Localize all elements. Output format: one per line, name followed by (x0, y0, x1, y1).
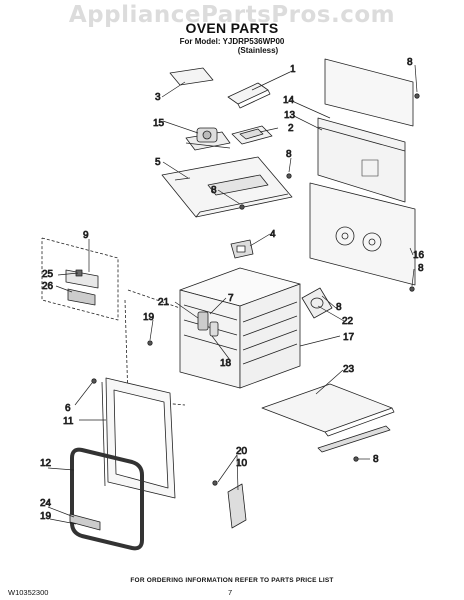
part-4-bracket (230, 239, 254, 259)
callout-8d: 8 (418, 263, 424, 274)
part-22-gasket (301, 287, 333, 319)
part-9-latch-group (41, 237, 119, 321)
callout-10: 10 (236, 458, 248, 469)
callout-11: 11 (63, 416, 74, 427)
callout-16: 16 (413, 250, 425, 261)
part-1-bracket (227, 82, 269, 105)
oven-cavity (179, 267, 301, 389)
callout-13: 13 (284, 110, 296, 121)
callout-5: 5 (155, 157, 161, 168)
callout-12: 12 (40, 458, 52, 469)
model-info: For Model: YJDRP536WP00 (Stainless) (0, 37, 464, 55)
callout-19b: 19 (40, 511, 52, 522)
callout-20: 20 (236, 446, 248, 457)
callout-19a: 19 (143, 312, 155, 323)
callout-2: 2 (288, 123, 294, 134)
leader-lines (47, 64, 418, 525)
callout-21: 21 (158, 297, 170, 308)
callout-14: 14 (283, 95, 295, 106)
page-title: OVEN PARTS (185, 20, 279, 36)
page-number: 7 (228, 588, 233, 597)
callout-7: 7 (228, 293, 234, 304)
callout-24: 24 (40, 498, 52, 509)
part-17-guide (127, 289, 181, 309)
finish-line: (Stainless) (237, 46, 279, 55)
callout-6: 6 (65, 403, 71, 414)
model-line: For Model: YJDRP536WP00 (179, 37, 285, 46)
callout-4: 4 (270, 229, 276, 240)
callout-8f: 8 (373, 454, 379, 465)
callout-26: 26 (42, 281, 54, 292)
callout-18: 18 (220, 358, 232, 369)
part-16-back-panel (309, 182, 416, 286)
part-11-door-frame (101, 377, 176, 499)
callout-labels: 1 2 3 4 5 6 7 8 8 8 8 8 8 9 10 11 12 13 … (40, 57, 425, 523)
callout-15: 15 (153, 118, 165, 129)
callout-8a: 8 (407, 57, 413, 68)
watermark: AppliancePartsPros.com (68, 2, 396, 28)
part-24-clip (69, 513, 101, 531)
callout-17: 17 (343, 332, 355, 343)
callout-8c: 8 (211, 185, 217, 196)
callout-22: 22 (342, 316, 354, 327)
ordering-note: FOR ORDERING INFORMATION REFER TO PARTS … (130, 577, 334, 584)
callout-25: 25 (42, 269, 54, 280)
callout-1: 1 (290, 64, 296, 75)
document-id: W10352300 (8, 588, 49, 597)
callout-23: 23 (343, 364, 355, 375)
part-3-plate (169, 67, 214, 86)
callout-8e: 8 (336, 302, 342, 313)
part-23-rack (261, 383, 395, 437)
callout-9: 9 (83, 230, 89, 241)
callout-8b: 8 (286, 149, 292, 160)
part-19-screw (147, 340, 153, 346)
part-15-motor (185, 127, 231, 151)
part-13-rear-panel (317, 117, 406, 203)
part-12-door-gasket (70, 447, 144, 551)
part-14-rear-panel (324, 58, 414, 127)
part-5-top-panel (161, 156, 293, 218)
bottom-rail (317, 425, 391, 453)
part-10-hinge (212, 480, 247, 529)
callout-3: 3 (155, 92, 161, 103)
